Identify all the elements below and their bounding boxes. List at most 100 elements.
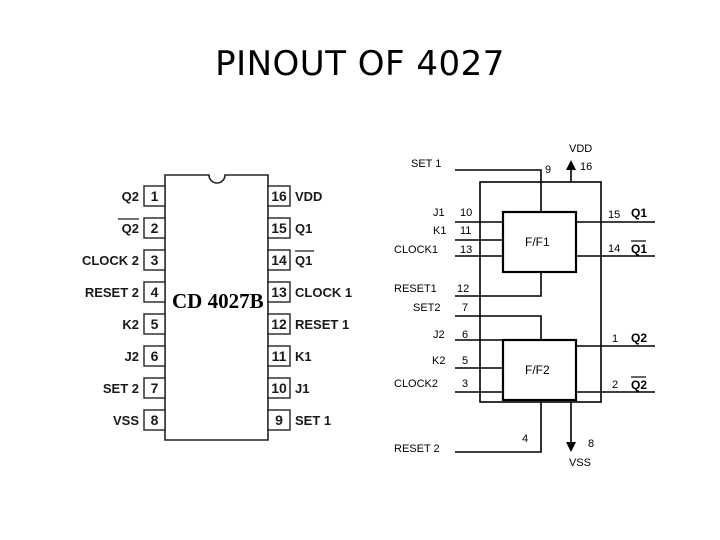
block-diagram [455,165,655,453]
pin-label: Q2 [122,189,139,204]
k2-pin-num: 5 [462,355,468,367]
pin-label: CLOCK 1 [295,285,352,300]
j1-pin-num: 10 [460,207,472,219]
pin-number: 16 [271,188,287,204]
pin-label: CLOCK 2 [82,253,139,268]
pin-7: 7 SET 2 [103,377,166,399]
pin-box [267,217,291,239]
pin-12: 12 RESET 1 [267,313,349,335]
reset1-pin-num: 12 [457,283,469,295]
pin-label: SET 1 [295,413,331,428]
pin-5: 5 K2 [122,313,166,335]
pin-number: 9 [275,412,283,428]
clock2-pin-num: 3 [462,378,468,390]
pin-number: 11 [272,348,287,364]
pin-number: 10 [271,380,287,396]
j2-label: J2 [433,329,445,341]
pin-box [267,377,291,399]
pin-14: 14 Q1 [267,249,314,271]
pin-box [143,409,166,431]
set1-pin-num: 9 [545,164,551,176]
pin-15: 15 Q1 [267,217,312,239]
pin-label: Q2 [122,221,139,236]
vdd-label: VDD [569,143,592,155]
pin-number: 1 [151,188,159,204]
pin-box [143,217,166,239]
vss-arrow-icon [566,442,576,452]
pin-number: 5 [151,316,159,332]
set2-label: SET2 [413,302,441,314]
pin-16: 16 VDD [267,185,322,207]
ff2-label: F/F2 [525,363,550,377]
vdd-arrow-icon [566,160,576,170]
pin-label: Q1 [295,221,312,236]
chip-name: CD 4027B [172,289,264,313]
pin-number: 3 [151,252,159,268]
pin-number: 6 [151,348,159,364]
page-title: PINOUT OF 4027 [215,44,505,84]
pin-6: 6 J2 [125,345,166,367]
pin-box [143,281,166,303]
pin-box [267,281,291,303]
pin-9: 9 SET 1 [267,409,331,431]
q1-pin-num: 15 [608,209,620,221]
k1-label: K1 [433,225,446,237]
pin-number: 4 [151,284,159,300]
pin-box [143,249,166,271]
set2-pin-num: 7 [462,302,468,314]
pin-label: K2 [122,317,139,332]
q1bar-label: Q1 [631,242,647,256]
pin-box [267,313,291,335]
pin-label: K1 [295,349,312,364]
set1-label: SET 1 [411,158,441,170]
k1-pin-num: 11 [460,225,471,237]
pin-label: J1 [295,381,309,396]
vss-label: VSS [569,457,591,469]
reset2-pin-num: 4 [522,433,528,445]
pin-box [267,249,291,271]
q2bar-label: Q2 [631,378,647,392]
pin-label: RESET 2 [85,285,139,300]
vdd-pin-num: 16 [580,161,592,173]
clock1-pin-num: 13 [460,244,472,256]
vss-pin-num: 8 [588,438,594,450]
pin-number: 2 [151,220,159,236]
q2bar-pin-num: 2 [612,379,618,391]
pin-4: 4 RESET 2 [85,281,166,303]
pin-number: 12 [271,316,287,332]
pin-number: 7 [151,380,159,396]
q2-label: Q2 [631,331,647,345]
pin-label: VDD [295,189,322,204]
pin-box [143,377,166,399]
chip-body [164,174,269,441]
q2-pin-num: 1 [612,333,618,345]
pin-2: 2 Q2 [118,217,166,239]
pin-number: 8 [151,412,159,428]
j2-pin-num: 6 [462,329,468,341]
ff2-box [501,338,578,402]
clock1-label: CLOCK1 [394,244,438,256]
pin-box [143,345,166,367]
ff1-box [501,210,578,274]
pin-label: J2 [125,349,139,364]
k2-label: K2 [432,355,445,367]
pin-label: SET 2 [103,381,139,396]
reset2-label: RESET 2 [394,443,440,455]
ff1-label: F/F1 [525,235,550,249]
pin-10: 10 J1 [267,377,309,399]
pin-1: 1 Q2 [122,185,166,207]
pin-label: RESET 1 [295,317,349,332]
pin-box [267,185,291,207]
pin-11: 11 K1 [267,345,312,367]
pin-box [143,313,166,335]
pin-number: 15 [271,220,287,236]
q1bar-pin-num: 14 [608,243,620,255]
pin-number: 14 [271,252,287,268]
pin-label: Q1 [295,253,312,268]
